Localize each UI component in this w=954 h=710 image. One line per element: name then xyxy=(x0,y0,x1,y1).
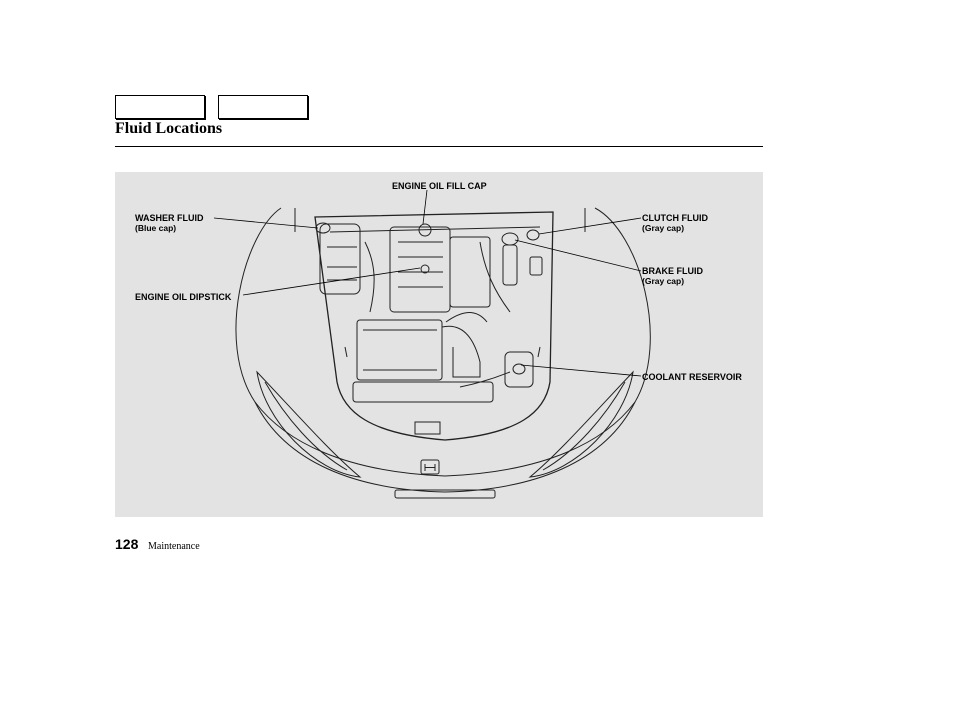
nav-tab-previous[interactable] xyxy=(115,95,205,119)
callout-engine-oil-dipstick: ENGINE OIL DIPSTICK xyxy=(135,292,232,302)
engine-bay-figure: ENGINE OIL FILL CAP WASHER FLUID (Blue c… xyxy=(115,172,763,517)
nav-tab-next[interactable] xyxy=(218,95,308,119)
callout-brake-fluid: BRAKE FLUID (Gray cap) xyxy=(642,266,703,286)
callout-washer-fluid-note: (Blue cap) xyxy=(135,223,177,233)
callout-washer-fluid: WASHER FLUID (Blue cap) xyxy=(135,213,204,233)
section-name: Maintenance xyxy=(148,541,200,552)
callout-clutch-fluid: CLUTCH FLUID (Gray cap) xyxy=(642,213,708,233)
callout-coolant-reservoir: COOLANT RESERVOIR xyxy=(642,372,742,382)
callout-brake-fluid-note: (Gray cap) xyxy=(642,276,685,286)
engine-bay-illustration xyxy=(213,189,651,499)
callout-brake-fluid-label: BRAKE FLUID xyxy=(642,266,703,276)
page-title: Fluid Locations xyxy=(115,120,223,137)
callout-washer-fluid-label: WASHER FLUID xyxy=(135,213,204,223)
title-divider xyxy=(115,146,763,147)
callout-clutch-fluid-note: (Gray cap) xyxy=(642,223,685,233)
callout-clutch-fluid-label: CLUTCH FLUID xyxy=(642,213,708,223)
page-number: 128 xyxy=(115,536,139,552)
callout-engine-oil-fill-cap: ENGINE OIL FILL CAP xyxy=(392,181,487,191)
